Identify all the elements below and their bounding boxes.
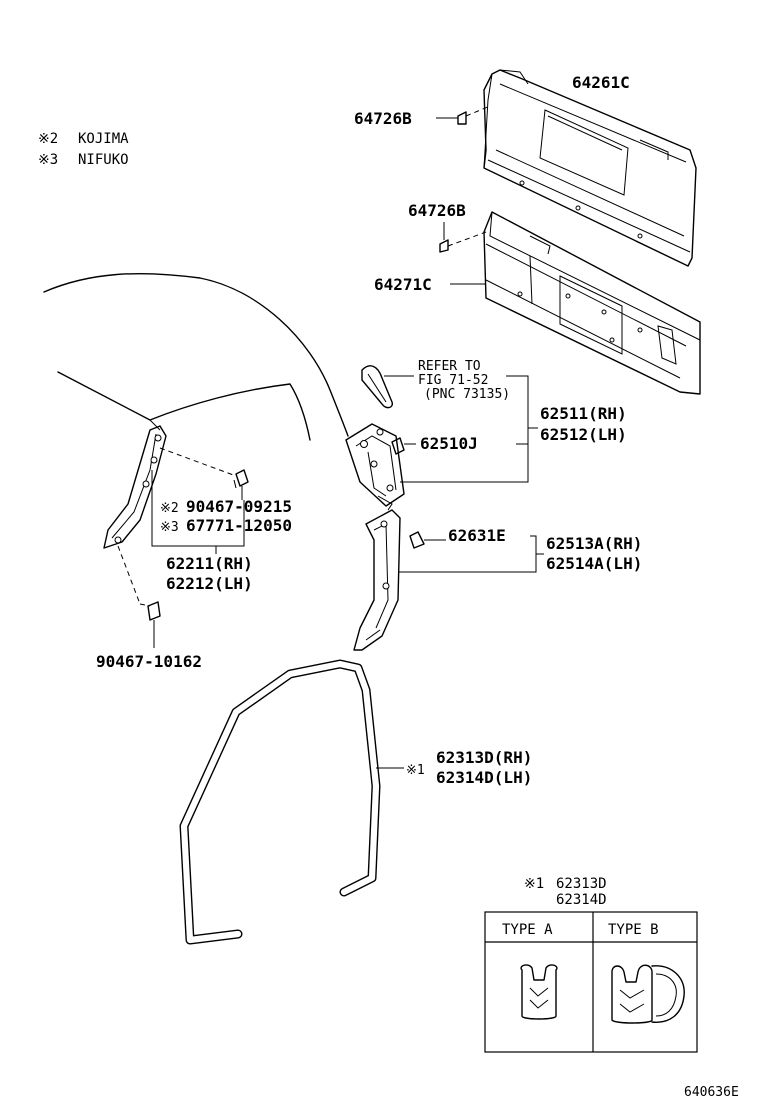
label-62631e: 62631E xyxy=(448,526,506,545)
quarter-trim-62511 xyxy=(345,423,405,511)
refer-line-3: (PNC 73135) xyxy=(424,387,510,402)
quarter-trim-62513a xyxy=(353,509,401,651)
type-a-header: TYPE A xyxy=(502,922,553,938)
label-62510j: 62510J xyxy=(420,434,478,453)
clip-64726b-mid xyxy=(439,222,487,253)
label-62511: 62511(RH) xyxy=(540,404,627,423)
back-panel-upper-64261c xyxy=(483,69,697,267)
type-table-mark: ※1 xyxy=(524,876,544,892)
label-90467-09215: 90467-09215 xyxy=(186,497,292,516)
label-64726b-top: 64726B xyxy=(354,109,412,128)
label-62211: 62211(RH) xyxy=(166,554,253,573)
label-62313d: 62313D(RH) xyxy=(436,748,532,767)
note-3-mark: ※3 xyxy=(38,152,58,168)
label-seal-mark: ※1 xyxy=(406,763,425,778)
supplier-notes: ※2 KOJIMA ※3 NIFUKO xyxy=(38,131,129,168)
label-64726b-mid: 64726B xyxy=(408,201,466,220)
clip-62631e xyxy=(409,531,446,549)
label-67771-12050: 67771-12050 xyxy=(186,516,292,535)
type-b-profile xyxy=(611,964,685,1024)
weatherstrip-62313d xyxy=(179,659,381,945)
bracket-62511 xyxy=(400,375,529,483)
label-62212: 62212(LH) xyxy=(166,574,253,593)
label-62514a: 62514A(LH) xyxy=(546,554,642,573)
type-a-profile xyxy=(520,964,558,1020)
label-62314d: 62314D(LH) xyxy=(436,768,532,787)
roof-outline xyxy=(43,272,349,441)
clip-90467-10162 xyxy=(117,545,161,648)
refer-line-1: REFER TO xyxy=(418,359,481,374)
window-seal-piece xyxy=(361,365,394,409)
label-62512: 62512(LH) xyxy=(540,425,627,444)
note-2-mark: ※2 xyxy=(38,131,58,147)
label-64261c: 64261C xyxy=(572,73,630,92)
type-table-part-a: 62313D xyxy=(556,876,607,892)
label-90467-09215-mark: ※2 xyxy=(160,501,179,516)
diagram-code: 640636E xyxy=(684,1085,739,1100)
note-2-text: KOJIMA xyxy=(78,131,129,147)
refer-line-2: FIG 71-52 xyxy=(418,373,488,388)
label-64271c: 64271C xyxy=(374,275,432,294)
bracket-62211 xyxy=(151,470,245,547)
clip-90467-09215 xyxy=(159,447,249,500)
label-90467-10162: 90467-10162 xyxy=(96,652,202,671)
clip-64726b-top xyxy=(436,105,491,125)
label-67771-12050-mark: ※3 xyxy=(160,520,179,535)
label-62513a: 62513A(RH) xyxy=(546,534,642,553)
type-b-header: TYPE B xyxy=(608,922,659,938)
note-3-text: NIFUKO xyxy=(78,152,129,168)
type-table: ※1 62313D 62314D TYPE A TYPE B xyxy=(484,876,698,1053)
back-panel-lower-64271c xyxy=(483,211,701,395)
clip-62510j xyxy=(391,437,416,455)
type-table-part-b: 62314D xyxy=(556,892,607,908)
pillar-trim-62211 xyxy=(103,425,167,549)
